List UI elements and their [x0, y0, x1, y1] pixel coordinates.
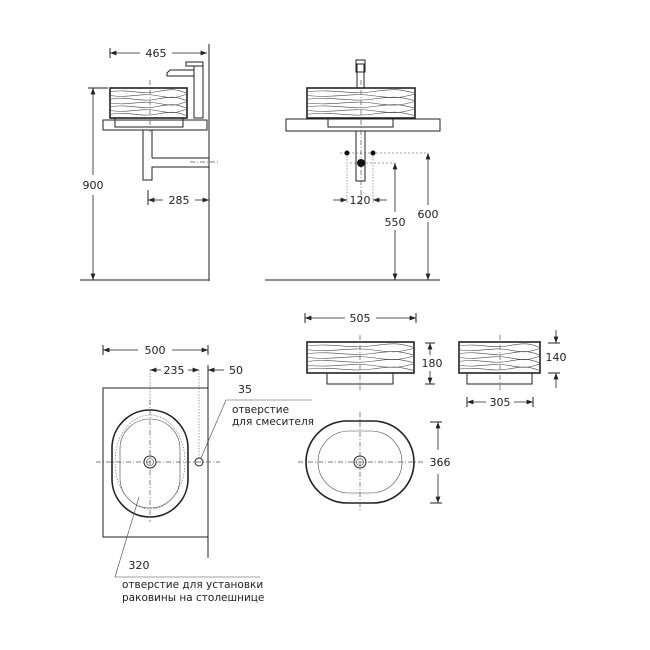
- supply-point: [344, 150, 350, 156]
- cutout-outline: [114, 414, 186, 510]
- wave-line: [306, 93, 416, 98]
- countertop: [285, 118, 441, 132]
- wave-line: [306, 101, 416, 106]
- basin-texture: [306, 343, 415, 371]
- faucet-hole-label-2: для смесителя: [232, 416, 314, 428]
- wave-line: [109, 93, 188, 98]
- plan-view: 500 235 50 35 отверстие для смесителя 32…: [96, 344, 314, 604]
- basin-texture: [109, 89, 188, 117]
- wave-line: [109, 104, 188, 109]
- side-height-dim: 900: [83, 179, 104, 192]
- drain-point: [357, 159, 365, 167]
- wave-line: [306, 108, 416, 113]
- front-view: 120 550 600: [265, 59, 441, 281]
- edge-offset-dim: 50: [229, 364, 243, 377]
- countertop: [102, 119, 208, 131]
- wave-line: [306, 366, 415, 371]
- wave-line: [458, 355, 541, 360]
- cutout-dim: 320: [129, 559, 150, 572]
- faucet-hole-label-1: отверстие: [232, 404, 289, 416]
- basin-width-dim: 366: [430, 456, 451, 469]
- wave-line: [458, 347, 541, 353]
- wave-line: [458, 363, 541, 368]
- faucet: [166, 61, 204, 119]
- cutout-label-1: отверстие для установки: [122, 579, 263, 591]
- wave-line: [306, 355, 415, 360]
- wave-line: [109, 89, 188, 94]
- wave-line: [458, 366, 541, 371]
- basin-height-dim: 180: [422, 357, 443, 370]
- plan-width-dim: 500: [145, 344, 166, 357]
- basin-texture: [306, 89, 416, 117]
- basin-side-elevation: 140 305: [458, 330, 567, 409]
- wave-line: [306, 347, 415, 353]
- side-width-dim: 465: [146, 47, 167, 60]
- wave-line: [458, 343, 541, 348]
- wave-line: [306, 96, 416, 102]
- wave-line: [109, 108, 188, 113]
- center-offset-dim: 235: [164, 364, 185, 377]
- faucet: [355, 59, 366, 89]
- spacing-dim: 120: [350, 194, 371, 207]
- supply-point: [370, 150, 376, 156]
- faucet-hole-dim: 35: [238, 383, 252, 396]
- basin-depth-dim: 305: [490, 396, 511, 409]
- basin-top-view: 366: [298, 412, 451, 512]
- faucet-hole: [194, 457, 204, 467]
- wave-line: [306, 351, 415, 356]
- wave-line: [306, 343, 415, 348]
- wave-line: [306, 104, 416, 109]
- cutout-label-2: раковины на столешнице: [122, 592, 264, 604]
- wave-line: [306, 111, 416, 117]
- drain-height-dim: 550: [385, 216, 406, 229]
- side-view: 465 900 285: [80, 44, 220, 281]
- pipe-offset-dim: 285: [169, 194, 190, 207]
- basin-texture: [458, 343, 541, 371]
- basin-side-height-dim: 140: [546, 351, 567, 364]
- wave-line: [458, 359, 541, 364]
- wave-line: [306, 363, 415, 368]
- basin-elevation: 505 180: [304, 312, 443, 390]
- wave-line: [458, 351, 541, 356]
- wave-line: [306, 89, 416, 94]
- wave-line: [109, 96, 188, 102]
- supply-height-dim: 600: [418, 208, 439, 221]
- wave-line: [109, 111, 188, 117]
- basin-length-dim: 505: [350, 312, 371, 325]
- wave-line: [306, 359, 415, 364]
- wave-line: [109, 101, 188, 106]
